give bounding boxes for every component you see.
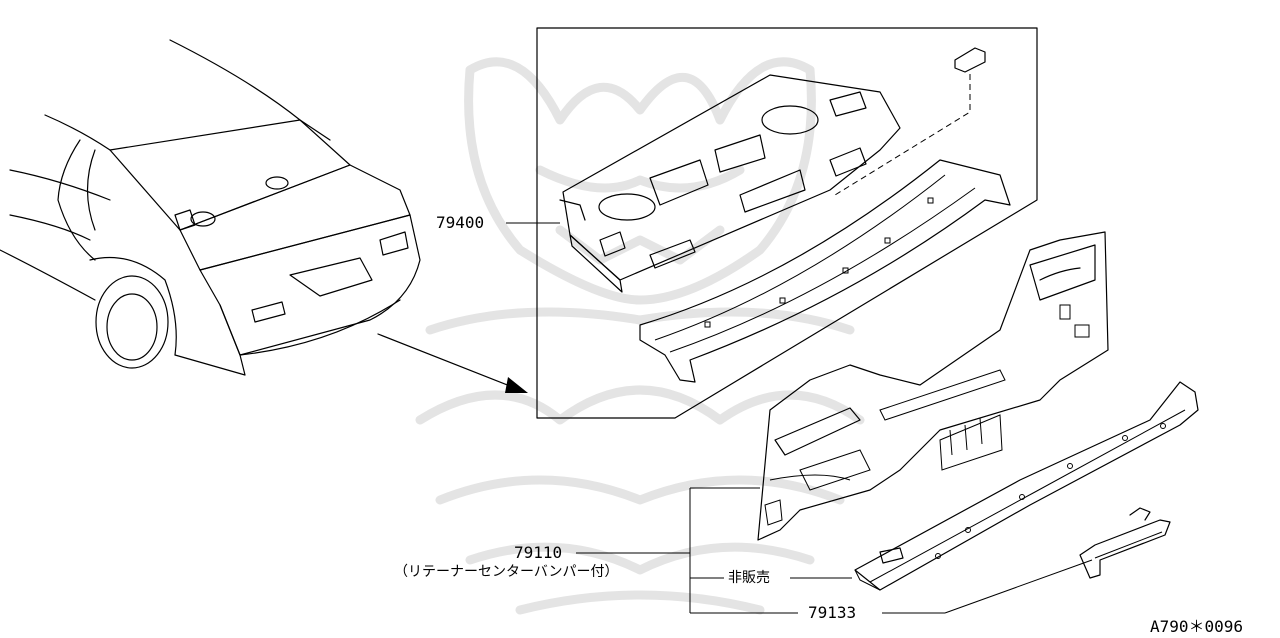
rear-upper-rail-part	[639, 159, 1011, 383]
watermark-logo	[415, 57, 865, 615]
leader-lines	[506, 222, 1093, 614]
clip-bracket-part	[834, 47, 986, 196]
diagram-code: A790＊0096	[1150, 617, 1244, 636]
side-bracket-part	[1079, 507, 1171, 579]
label-79400: 79400	[436, 213, 485, 232]
inset-frame	[536, 27, 1038, 419]
pointer-arrow	[377, 333, 528, 393]
rear-panel-part	[757, 231, 1109, 541]
label-79133: 79133	[808, 603, 857, 622]
label-79110: 79110	[514, 543, 563, 562]
label-79110-note: （リテーナーセンターバンパー付）	[394, 564, 619, 580]
retainer-rail-part	[854, 381, 1199, 591]
parcel-shelf-part	[559, 74, 901, 293]
car-rear-illustration	[0, 39, 421, 376]
label-not-for-sale: 非販売	[728, 570, 770, 586]
